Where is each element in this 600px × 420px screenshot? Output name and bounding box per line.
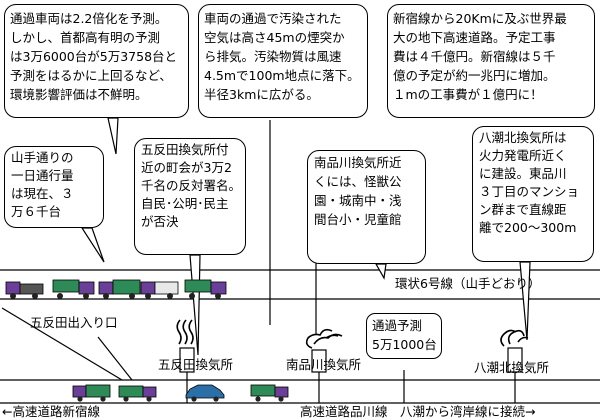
truck-icon bbox=[98, 279, 141, 299]
ramp-line-lower bbox=[97, 336, 133, 381]
yashio-north-callout: 八潮北換気所は 火力発電所近く に建設。東品川 ３丁目のマンショ ン群まで直線距… bbox=[472, 126, 594, 262]
traffic-forecast-tail bbox=[107, 117, 119, 155]
gotanda-petition-callout: 五反田換気所付 近の町会が3万2 千名の反対署名。 自民･公明･民主 が否決 bbox=[134, 138, 246, 255]
kanjo6-road-label: 環状6号線（山手どおり） bbox=[395, 276, 541, 291]
traffic-forecast-callout: 通過車両は2.2倍化を予測。 しかし、首都高有明の予測 は3万6000台が5万3… bbox=[4, 4, 189, 118]
cost-callout: 新宿線から20Kmに及ぶ世界最 大の地下高速道路。予定工事 費は４千億円。新宿線… bbox=[387, 4, 595, 118]
yamate-traffic-callout: 山手通りの 一日通行量 は現在、３ 万６千台 bbox=[4, 146, 104, 228]
minamishinagawa-callout: 南品川換気所近 くには、怪獣公 園・城南中・浅 間台小・児童館 bbox=[307, 150, 426, 264]
traffic-prediction-callout: 通過予測 5万1000台 bbox=[366, 313, 442, 359]
yashio-tail bbox=[519, 261, 531, 341]
dump-truck-icon bbox=[184, 279, 227, 299]
dump-truck-icon bbox=[52, 279, 95, 299]
truck-icon bbox=[5, 281, 44, 299]
car-icon bbox=[185, 384, 225, 402]
minamishinagawa-vent-shaft-icon bbox=[305, 328, 343, 403]
gotanda-vent-label: 五反田換気所 bbox=[158, 357, 234, 372]
minamishinagawa-tail bbox=[374, 263, 387, 280]
dump-truck-icon bbox=[250, 384, 289, 402]
shinjuku-line-label: ←高速道路新宿線 bbox=[2, 404, 100, 419]
truck-icon bbox=[118, 385, 157, 402]
truck-icon bbox=[72, 384, 111, 402]
gotanda-petition-tail bbox=[189, 254, 201, 356]
minamishinagawa-vent-label: 南品川換気所 bbox=[286, 357, 362, 372]
shinagawa-line-label: 高速道路品川線 八潮から湾岸線に接続→ bbox=[300, 404, 536, 419]
gotanda-ramp-label: 五反田出入り口 bbox=[30, 315, 118, 330]
ramp-line-upper bbox=[1, 307, 123, 381]
yashio-vent-label: 八潮北換気所 bbox=[474, 360, 550, 375]
yamate-tail bbox=[80, 227, 105, 263]
exhaust-callout: 車両の通過で汚染された 空気は高さ45mの煙突か ら排気。汚染物質は風速 4.5… bbox=[198, 4, 368, 118]
yashio-vent-shaft-icon bbox=[500, 329, 529, 403]
truck-icon bbox=[140, 281, 179, 299]
